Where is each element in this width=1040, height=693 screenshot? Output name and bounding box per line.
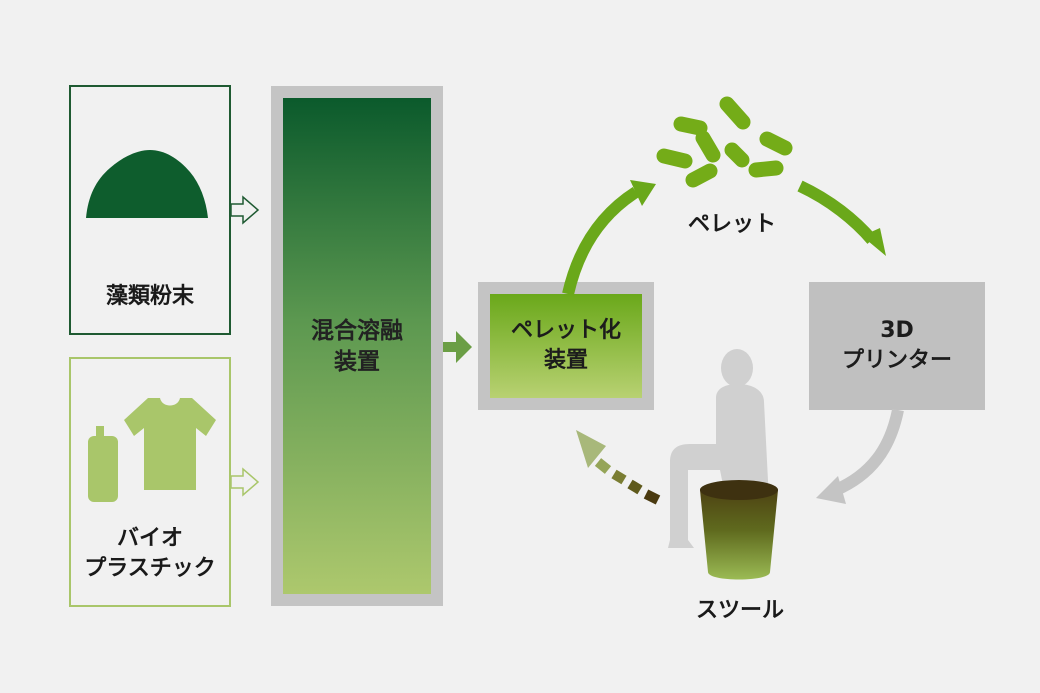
bioplastic-label: バイオ プラスチック [84,526,216,581]
arrow-mixer-to-pelletizer [443,331,472,363]
arrow-pelletizer-to-pellets [562,186,640,296]
mixer-label: 混合溶融 装置 [311,318,403,376]
outline-arrow-bioplastic [230,467,260,497]
printer-box [809,282,985,410]
arrowhead-to-pellets [630,180,656,206]
stool-icon [700,480,778,580]
arrow-stool-to-pelletizer [576,430,661,505]
algae-box [69,85,231,335]
arrow-pellets-to-printer [797,180,877,244]
bottle-icon [88,426,118,502]
stool-label: スツール [695,598,784,623]
arrowhead-to-stool [816,476,846,504]
printer-label: 3D プリンター [841,318,952,373]
mixer-fill [283,98,431,594]
pellets-icon [656,96,793,188]
outline-arrow-algae [230,195,260,225]
bioplastic-box [69,357,231,607]
pellet-label: ペレット [687,212,776,237]
algae-powder-label: 藻類粉末 [105,284,194,309]
arrowhead-to-printer [862,228,886,256]
algae-powder-icon [86,150,208,218]
arrow-printer-to-stool [833,408,904,496]
pelletizer-label: ペレット化 装置 [510,318,621,373]
pelletizer-fill [490,294,642,398]
tshirt-icon [124,398,216,490]
